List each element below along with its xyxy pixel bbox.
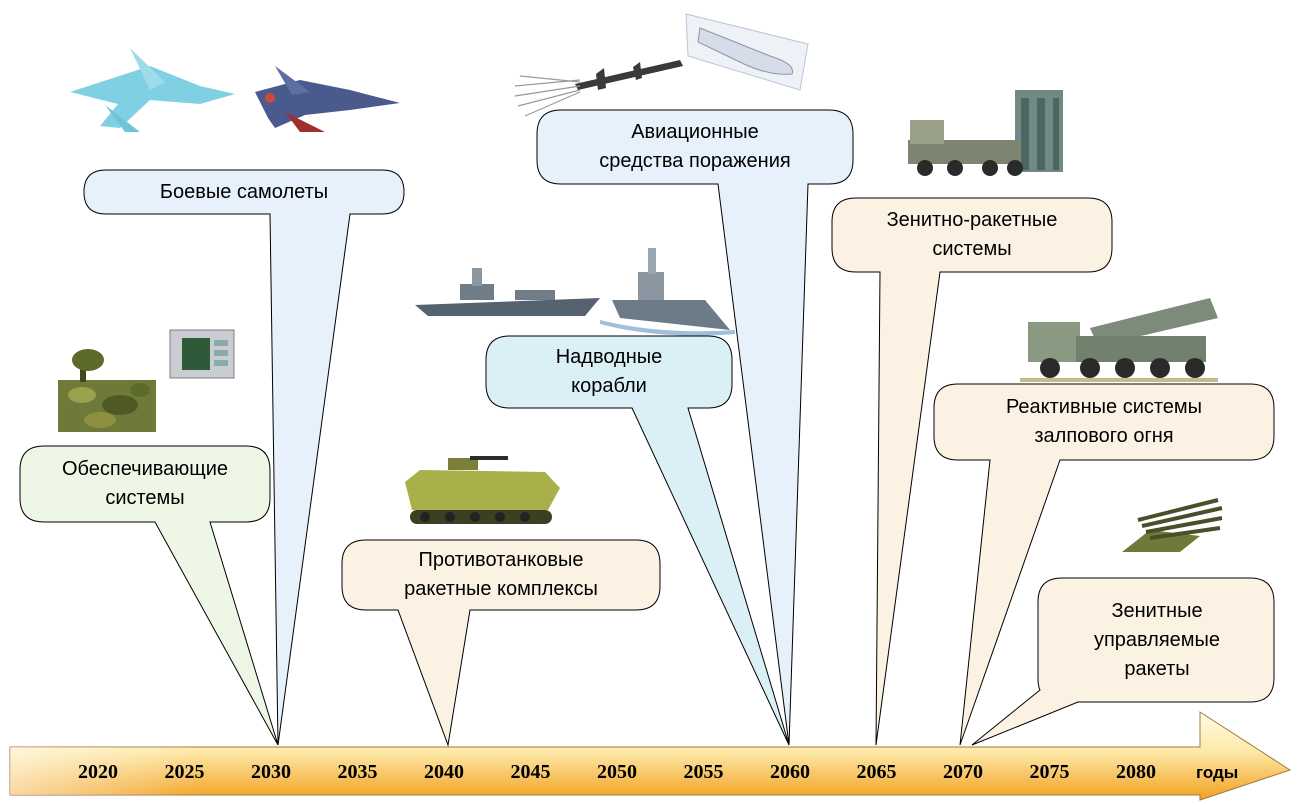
timeline-year-2050: 2050 bbox=[597, 761, 637, 783]
callout-mlrs-label: Реактивные системы залпового огня bbox=[1005, 396, 1203, 447]
callout-munitions-shape bbox=[536, 109, 854, 746]
timeline-year-2070: 2070 bbox=[943, 761, 983, 783]
callout-support-label: Обеспечивающие системы bbox=[61, 458, 229, 509]
timeline-year-2080: 2080 bbox=[1116, 761, 1156, 783]
sam-launcher-truck-illustration bbox=[908, 90, 1063, 176]
callout-support-shape bbox=[19, 445, 279, 746]
timeline-unit-label: годы bbox=[1196, 763, 1238, 782]
timeline-year-2055: 2055 bbox=[684, 761, 724, 783]
callout-antitank-shape bbox=[341, 539, 661, 747]
timeline-year-2040: 2040 bbox=[424, 761, 464, 783]
callout-ships-shape bbox=[485, 335, 790, 746]
timeline-year-2030: 2030 bbox=[251, 761, 291, 783]
timeline-year-2020: 2020 bbox=[78, 761, 118, 783]
guided-missile-rack-illustration bbox=[1122, 498, 1223, 552]
timeline-year-2045: 2045 bbox=[511, 761, 551, 783]
cruise-missiles-illustration bbox=[514, 13, 809, 117]
timeline-year-2060: 2060 bbox=[770, 761, 810, 783]
tracked-antitank-vehicle-illustration bbox=[405, 456, 560, 524]
callout-aircraft-shape bbox=[83, 169, 405, 746]
callout-sam-label: Зенитно-ракетные системы bbox=[886, 209, 1058, 260]
callout-guided-shape bbox=[971, 577, 1275, 746]
warships-illustration bbox=[415, 248, 735, 336]
callout-ships-label: Надводные корабли bbox=[555, 346, 663, 397]
callout-guided-label: Зенитные управляемые ракеты bbox=[1093, 599, 1221, 680]
radar-and-field-terminal-illustration bbox=[58, 329, 235, 432]
mlrs-truck-illustration bbox=[1020, 298, 1218, 382]
timeline-year-labels: 2020 2025 2030 2035 2040 2045 2050 2055 2060 2065… bbox=[78, 761, 1156, 783]
fighter-jets-illustration bbox=[70, 48, 400, 132]
callout-sam-shape bbox=[831, 197, 1113, 746]
timeline-year-2075: 2075 bbox=[1030, 761, 1070, 783]
timeline-arrow bbox=[9, 711, 1292, 801]
callout-mlrs-shape bbox=[933, 383, 1275, 746]
callout-aircraft-label: Боевые самолеты bbox=[159, 180, 329, 203]
timeline-year-2025: 2025 bbox=[165, 761, 205, 783]
timeline-year-2065: 2065 bbox=[857, 761, 897, 783]
timeline-year-2035: 2035 bbox=[338, 761, 378, 783]
callout-munitions-label: Авиационные средства поражения bbox=[599, 121, 791, 172]
callout-antitank-label: Противотанковые ракетные комплексы bbox=[404, 549, 598, 600]
